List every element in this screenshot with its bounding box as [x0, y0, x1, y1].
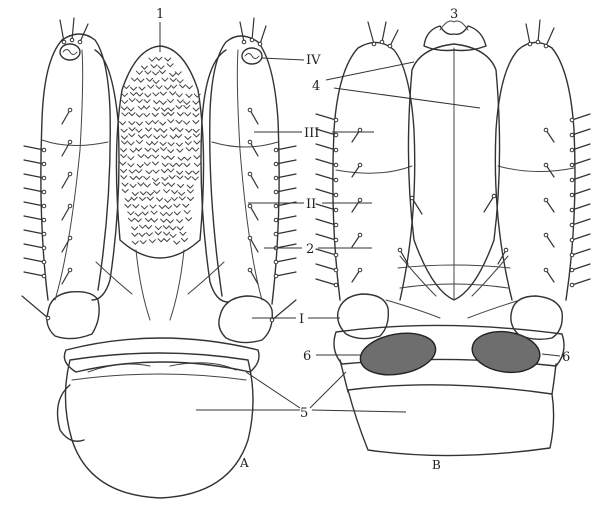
panel-a-left-palp [41, 34, 110, 300]
panel-b-palp-setae [316, 20, 590, 287]
panel-a-base [65, 353, 253, 498]
panel-label-b: B [432, 458, 441, 472]
panel-label-a: A [239, 456, 249, 470]
label-1: 1 [156, 7, 164, 22]
panel-a-right-palp [210, 36, 279, 304]
label-III: III [304, 126, 319, 141]
callout-labels: 1 3 IV 4 III II 2 I 6 6 5 A B [156, 7, 570, 472]
label-II: II [306, 197, 316, 212]
label-2: 2 [306, 242, 314, 257]
label-3: 3 [450, 7, 458, 22]
panel-b-drawing [333, 21, 575, 456]
label-I: I [299, 312, 304, 327]
panel-a-mentum [64, 338, 259, 372]
label-5: 5 [300, 406, 308, 421]
label-6-left: 6 [303, 349, 311, 364]
sclerite-right [470, 327, 543, 376]
sclerite-left [357, 328, 439, 381]
label-IV: IV [306, 53, 321, 68]
glossa-hair-texture [120, 57, 201, 244]
panel-b-base [348, 385, 554, 456]
panel-b-tip [424, 26, 486, 51]
label-6-right: 6 [562, 350, 570, 365]
panel-a-glossa [116, 46, 203, 258]
panel-a-drawing [41, 34, 279, 498]
label-4: 4 [312, 79, 320, 94]
